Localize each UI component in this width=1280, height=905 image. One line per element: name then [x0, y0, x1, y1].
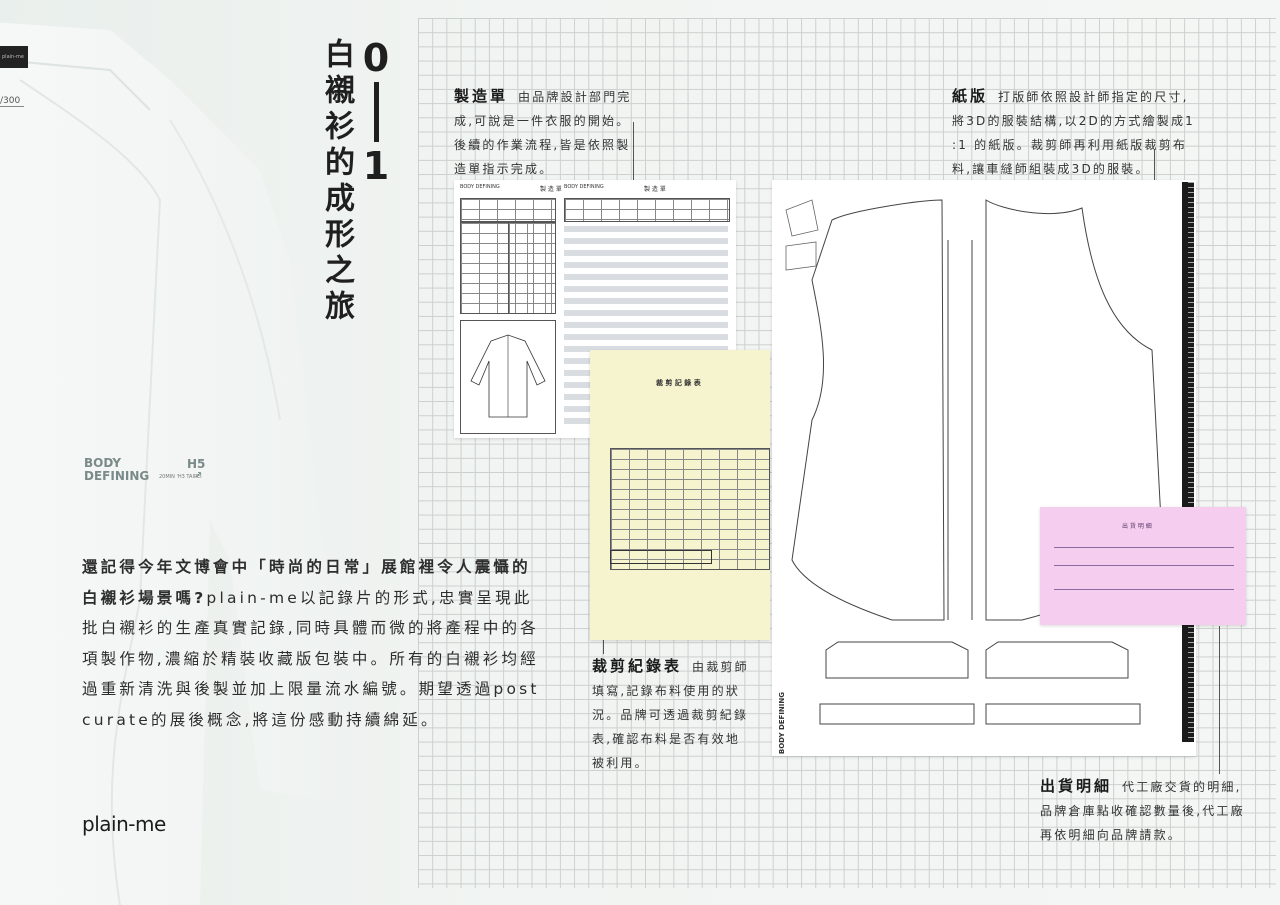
pattern-brand: BODY DEFINING	[778, 692, 786, 755]
brand-block: BODY DEFINING H5 20MIN 'H3 TAIPEI ↗	[84, 457, 214, 483]
white-shirt-image	[0, 22, 360, 905]
intro-paragraph: 還記得今年文博會中「時尚的日常」展館裡令人震懾的白襯衫場景嗎?plain-me以…	[82, 552, 542, 735]
mfg-header-table-2	[564, 198, 730, 222]
shirt-sketch-icon	[470, 334, 546, 418]
mfg-brand: BODY DEFINING	[460, 184, 500, 190]
mfg-title-2: 製 造 單	[644, 186, 666, 193]
note-cut-head: 裁剪紀錄表	[592, 657, 683, 675]
intro-rest: plain-me以記錄片的形式,忠實呈現此批白襯衫的生產真實記錄,同時具體而微的…	[82, 588, 540, 729]
note-ship-line	[1219, 626, 1220, 774]
page-title: 白襯衫的成形之旅	[319, 38, 354, 326]
brand-h5: H5	[187, 457, 206, 471]
ship-title: 出 貨 明 細	[1122, 523, 1152, 530]
pattern-drawing	[785, 199, 1163, 725]
note-pattern: 紙版打版師依照設計師指定的尺寸,將3D的服裝結構,以2D的方式繪製成1 :1 的…	[952, 84, 1196, 181]
section-number-bar	[373, 82, 379, 142]
mfg-brand-2: BODY DEFINING	[564, 184, 604, 190]
ship-divider-1	[1054, 547, 1234, 548]
note-cut: 裁剪紀錄表由裁剪師填寫,記錄布料使用的狀況。品牌可透過裁剪紀錄表,確認布料是否有…	[592, 654, 752, 775]
plain-me-logo: plain-me	[82, 812, 166, 836]
cut-table	[610, 448, 770, 570]
note-ship-text: 代工廠交貨的明細,品牌倉庫點收確認數量後,代工廠再依明細向品牌請款。	[1040, 780, 1245, 842]
note-pattern-head: 紙版	[952, 87, 989, 105]
note-pattern-text: 打版師依照設計師指定的尺寸,將3D的服裝結構,以2D的方式繪製成1 :1 的紙版…	[952, 90, 1196, 176]
note-cut-line	[603, 634, 604, 654]
note-pattern-line	[1154, 150, 1155, 184]
note-cut-text: 由裁剪師填寫,記錄布料使用的狀況。品牌可透過裁剪紀錄表,確認布料是否有效地被利用…	[592, 660, 749, 770]
mfg-spec-table-b	[508, 222, 556, 314]
mfg-title: 製 造 單	[540, 186, 562, 193]
shipping-detail-document: 出 貨 明 細	[1040, 507, 1246, 625]
cut-total-box	[610, 550, 712, 564]
size-tag: /300	[0, 96, 25, 107]
shirt-label-tag: plain-me	[0, 46, 28, 68]
section-number-top: 0	[362, 36, 390, 80]
pattern-document: BODY DEFINING	[772, 180, 1196, 756]
cut-title: 裁 剪 記 錄 表	[656, 379, 701, 387]
note-ship: 出貨明細代工廠交貨的明細,品牌倉庫點收確認數量後,代工廠再依明細向品牌請款。	[1040, 774, 1252, 847]
cutting-record-document: 裁 剪 記 錄 表	[590, 350, 770, 640]
measuring-ruler	[1182, 182, 1194, 742]
brand-line1: BODY	[84, 456, 122, 470]
arrow-icon: ↗	[194, 470, 203, 481]
note-mfg-text: 由品牌設計部門完成,可說是一件衣服的開始。後續的作業流程,皆是依照製造單指示完成…	[454, 90, 632, 176]
brand-location: 20MIN 'H3 TAIPEI	[159, 474, 202, 480]
intro-bold: 還記得今年文博會中「時尚的日常」展館裡令人震懾的白襯衫場景嗎?	[82, 558, 531, 607]
section-number-bottom: 1	[362, 144, 390, 188]
note-mfg: 製造單由品牌設計部門完成,可說是一件衣服的開始。後續的作業流程,皆是依照製造單指…	[454, 84, 640, 181]
note-mfg-line	[633, 122, 634, 180]
ship-divider-3	[1054, 589, 1234, 590]
note-ship-head: 出貨明細	[1040, 777, 1113, 795]
note-mfg-head: 製造單	[454, 87, 509, 105]
ship-divider-2	[1054, 565, 1234, 566]
mfg-header-table	[460, 198, 556, 222]
section-number: 0 1	[360, 38, 392, 186]
mfg-sketch-box	[460, 320, 556, 434]
brand-line2: DEFINING	[84, 469, 150, 483]
